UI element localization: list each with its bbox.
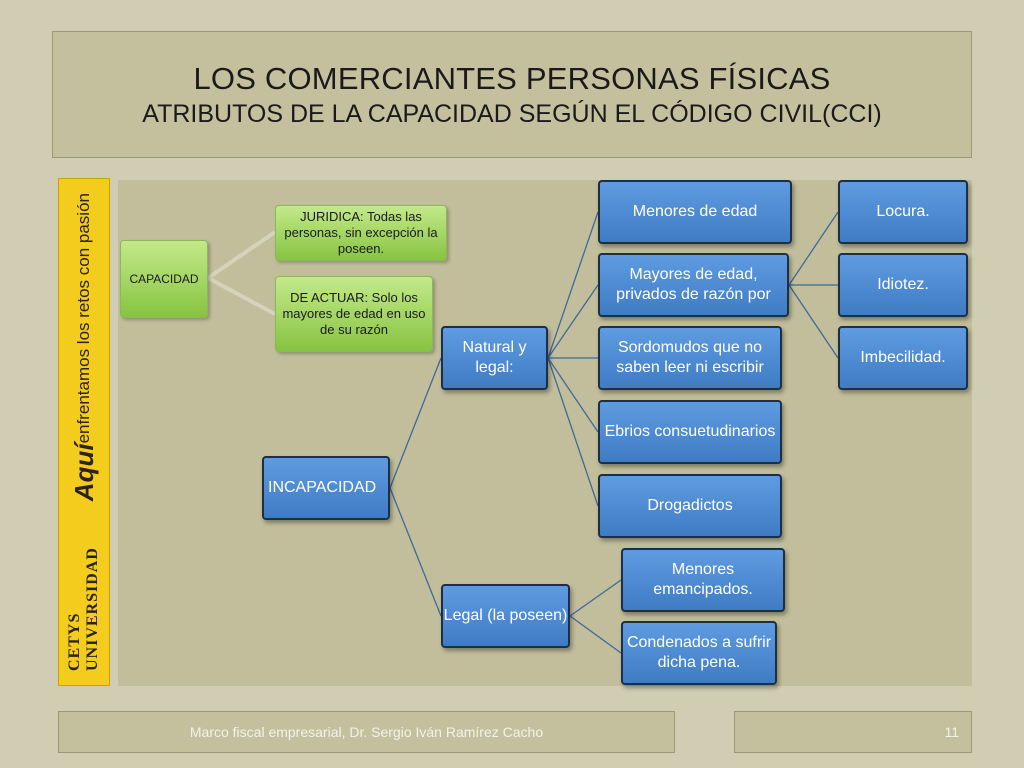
title-box: LOS COMERCIANTES PERSONAS FÍSICAS ATRIBU…	[52, 31, 972, 158]
page-number: 11	[734, 711, 972, 753]
node-drogadictos: Drogadictos	[598, 474, 782, 538]
banner-slogan: enfrentamos los retos con pasión	[74, 193, 93, 444]
node-juridica: JURIDICA: Todas las personas, sin excepc…	[275, 205, 447, 261]
node-idiotez: Idiotez.	[838, 253, 968, 317]
cetys-banner: CETYS UNIVERSIDAD Aquí enfrentamos los r…	[58, 178, 110, 686]
node-natural-legal: Natural y legal:	[441, 326, 548, 390]
node-ebrios: Ebrios consuetudinarios	[598, 400, 782, 464]
footer-text: Marco fiscal empresarial, Dr. Sergio Ivá…	[58, 711, 675, 753]
node-menores-emancipados: Menores emancipados.	[621, 548, 785, 612]
node-mayores-edad: Mayores de edad, privados de razón por	[598, 253, 789, 317]
slide-subtitle: ATRIBUTOS DE LA CAPACIDAD SEGÚN EL CÓDIG…	[142, 99, 882, 128]
banner-aqui-text: Aquí	[68, 443, 99, 502]
node-imbecilidad: Imbecilidad.	[838, 326, 968, 390]
node-sordomudos: Sordomudos que no saben leer ni escribir	[598, 326, 782, 390]
node-legal-poseen: Legal (la poseen)	[441, 584, 570, 648]
node-menores-edad: Menores de edad	[598, 180, 792, 244]
slide-title: LOS COMERCIANTES PERSONAS FÍSICAS	[193, 60, 831, 96]
node-condenados: Condenados a sufrir dicha pena.	[621, 621, 777, 685]
node-capacidad: CAPACIDAD	[120, 240, 208, 318]
node-locura: Locura.	[838, 180, 968, 244]
node-incapacidad: INCAPACIDAD	[262, 456, 390, 520]
node-de-actuar: DE ACTUAR: Solo los mayores de edad en u…	[275, 276, 433, 352]
cetys-logo: CETYS UNIVERSIDAD	[66, 547, 101, 671]
